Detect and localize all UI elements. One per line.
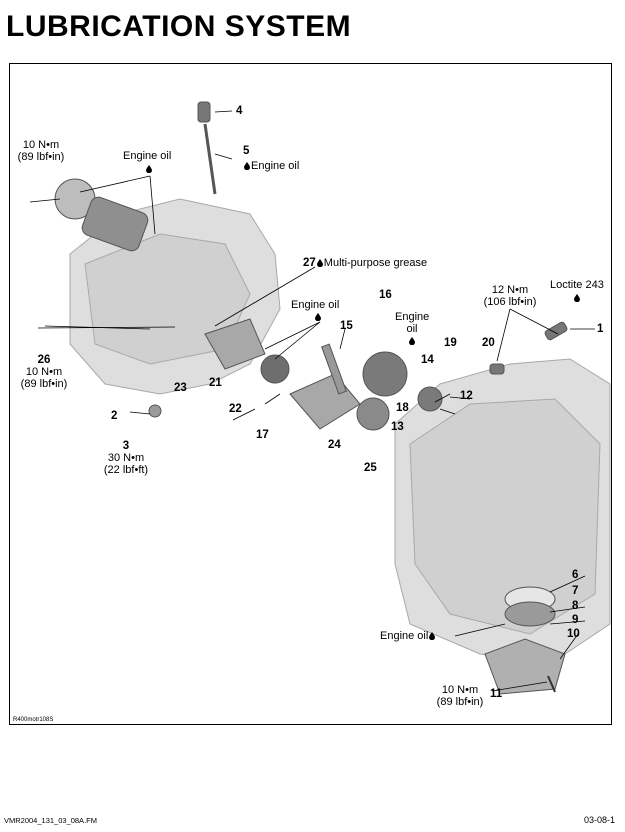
- callout-5: 5: [243, 145, 250, 157]
- torque-label-11: 10 N•m (89 lbf•in): [428, 684, 492, 708]
- torque-nm: 10 N•m: [22, 139, 60, 151]
- engine-text: Engine: [395, 311, 430, 323]
- callout-10: 10: [567, 628, 580, 640]
- engine-oil-text: Engine oil: [251, 160, 300, 172]
- loctite-label: Loctite 243: [550, 279, 604, 291]
- callout-2: 2: [111, 410, 118, 422]
- torque-label-3: 3 30 N•m (22 lbf•ft): [95, 440, 157, 476]
- engine-oil-text: Engine oil: [380, 630, 429, 642]
- torque-lbf: (22 lbf•ft): [103, 464, 149, 476]
- callout-7: 7: [572, 585, 579, 597]
- callout-15: 15: [340, 320, 353, 332]
- callout-3: 3: [122, 440, 130, 452]
- callout-16: 16: [379, 289, 392, 301]
- torque-nm: 12 N•m: [491, 284, 529, 296]
- callout-23: 23: [174, 382, 187, 394]
- callout-19: 19: [444, 337, 457, 349]
- torque-label-26: 26 10 N•m (89 lbf•in): [10, 354, 78, 390]
- callout-8: 8: [572, 600, 579, 612]
- torque-lbf: (89 lbf•in): [17, 151, 65, 163]
- callout-1: 1: [597, 323, 604, 335]
- callout-11: 11: [490, 688, 503, 700]
- engine-oil-label-pump: Engine oil: [291, 299, 340, 311]
- image-reference: R400motr108S: [13, 717, 53, 723]
- callout-22: 22: [229, 403, 242, 415]
- callout-9: 9: [572, 614, 579, 626]
- engine-oil-label-gears: Engine oil: [395, 311, 429, 347]
- torque-label-12nm: 12 N•m (106 lbf•in): [475, 284, 545, 308]
- torque-label-oil-filter: 10 N•m (89 lbf•in): [10, 139, 72, 163]
- callout-21: 21: [209, 377, 222, 389]
- torque-nm: 10 N•m: [441, 684, 479, 696]
- callout-14: 14: [421, 354, 434, 366]
- torque-nm: 10 N•m: [25, 366, 63, 378]
- engine-oil-label-strainer: Engine oil: [380, 630, 436, 642]
- engine-parts-illustration: R400motr108S: [13, 101, 611, 723]
- callout-20: 20: [482, 337, 495, 349]
- callout-27: 27: [303, 257, 316, 269]
- oil-drop-icon: [145, 163, 153, 175]
- grease-drop-icon: [316, 259, 323, 267]
- callout-6: 6: [572, 569, 579, 581]
- grease-text: Multi-purpose grease: [323, 257, 428, 269]
- oil-drop-icon: [409, 337, 415, 345]
- footer-file-name: VMR2004_131_03_08A.FM: [4, 816, 97, 825]
- loctite-drop-icon: [573, 292, 581, 304]
- callout-17: 17: [256, 429, 269, 441]
- callout-4: 4: [236, 105, 243, 117]
- grease-label: 27 Multi-purpose grease: [303, 257, 427, 269]
- torque-lbf: (106 lbf•in): [483, 296, 537, 308]
- oil-text: oil: [406, 323, 418, 335]
- torque-nm: 30 N•m: [107, 452, 145, 464]
- callout-12: 12: [460, 390, 473, 402]
- oil-drop-icon: [429, 632, 436, 640]
- callout-25: 25: [364, 462, 377, 474]
- callout-24: 24: [328, 439, 341, 451]
- oil-drop-icon: [244, 162, 250, 170]
- exploded-diagram: R400motr108S 10 N•m (89 lbf•in) Engine o…: [9, 63, 612, 725]
- callout-26: 26: [37, 354, 51, 366]
- page-title: LUBRICATION SYSTEM: [6, 10, 352, 43]
- torque-lbf: (89 lbf•in): [436, 696, 484, 708]
- callout-18: 18: [396, 402, 409, 414]
- engine-oil-label-dipstick: Engine oil: [243, 160, 299, 172]
- torque-lbf: (89 lbf•in): [20, 378, 68, 390]
- callout-13: 13: [391, 421, 404, 433]
- oil-drop-icon: [314, 311, 322, 323]
- engine-oil-label-filter: Engine oil: [123, 150, 172, 162]
- footer-page-number: 03-08-1: [583, 815, 615, 825]
